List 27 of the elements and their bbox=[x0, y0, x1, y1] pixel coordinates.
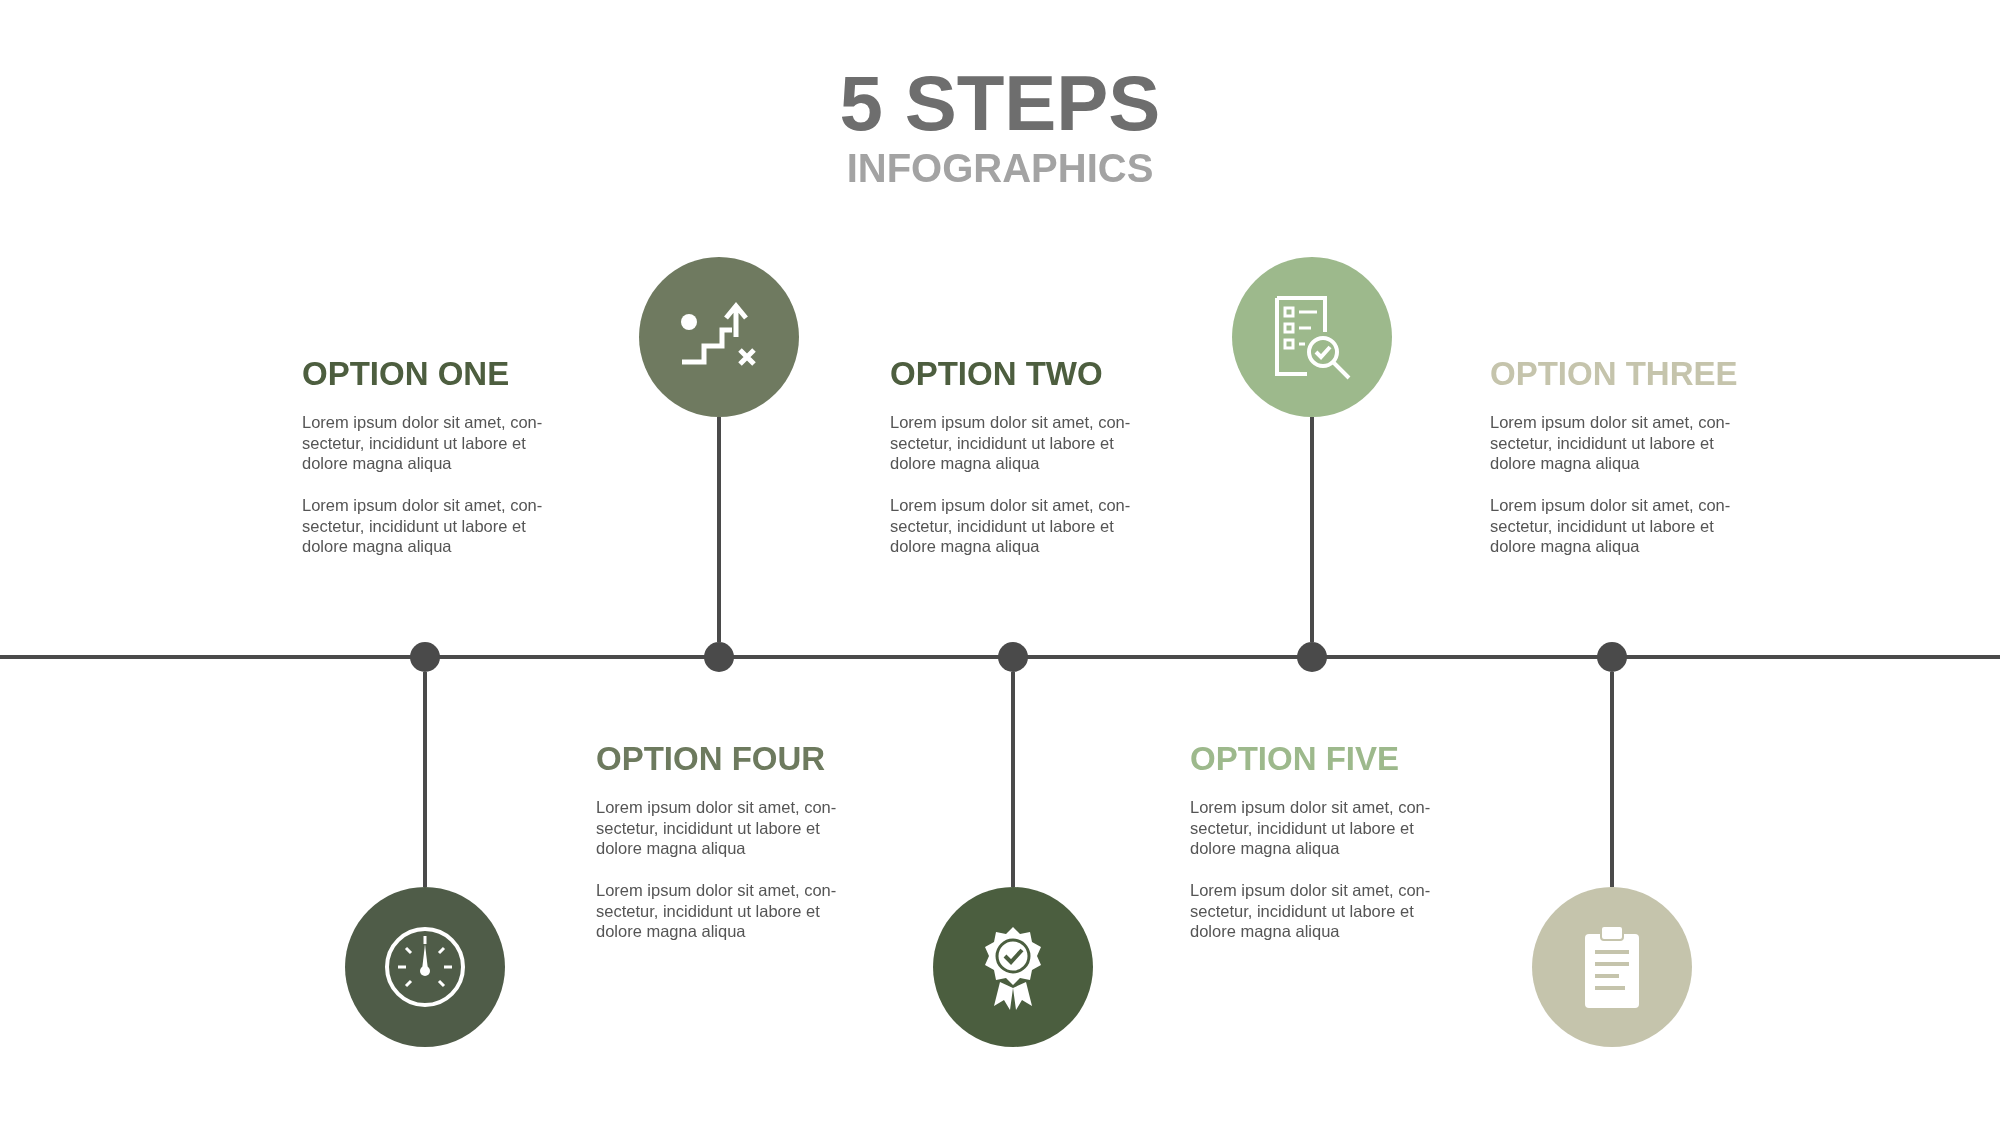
timeline-dot bbox=[410, 642, 440, 672]
description-text: Lorem ipsum dolor sit amet, con- sectetur, incididunt ut labore et dolore magna aliqua bbox=[1490, 412, 1732, 474]
timeline-dot bbox=[1597, 642, 1627, 672]
subtitle: INFOGRAPHICS bbox=[845, 146, 1155, 191]
option-heading: OPTION ONE bbox=[302, 355, 510, 393]
option-heading: OPTION FOUR bbox=[596, 740, 826, 778]
description-text: Lorem ipsum dolor sit amet, con- sectetur, incididunt ut labore et dolore magna aliqua bbox=[1190, 880, 1432, 942]
connector-line bbox=[717, 417, 721, 642]
timeline-dot bbox=[1297, 642, 1327, 672]
timeline-dot bbox=[998, 642, 1028, 672]
title: 5 STEPS bbox=[838, 58, 1162, 149]
description-text: Lorem ipsum dolor sit amet, con- sectetur, incididunt ut labore et dolore magna aliqua bbox=[302, 412, 544, 474]
description-text: Lorem ipsum dolor sit amet, con- sectetur, incididunt ut labore et dolore magna aliqua bbox=[596, 880, 838, 942]
description-text: Lorem ipsum dolor sit amet, con- sectetur, incididunt ut labore et dolore magna aliqua bbox=[1490, 495, 1732, 557]
connector-line bbox=[1011, 672, 1015, 887]
description-text: Lorem ipsum dolor sit amet, con- sectetur, incididunt ut labore et dolore magna aliqua bbox=[890, 495, 1132, 557]
connector-line bbox=[423, 672, 427, 887]
option-heading: OPTION TWO bbox=[890, 355, 1103, 393]
description-text: Lorem ipsum dolor sit amet, con- sectetur, incididunt ut labore et dolore magna aliqua bbox=[302, 495, 544, 557]
connector-line bbox=[1310, 417, 1314, 642]
description-text: Lorem ipsum dolor sit amet, con- sectetur, incididunt ut labore et dolore magna aliqua bbox=[596, 797, 838, 859]
option-heading: OPTION FIVE bbox=[1190, 740, 1400, 778]
description-text: Lorem ipsum dolor sit amet, con- sectetur, incididunt ut labore et dolore magna aliqua bbox=[890, 412, 1132, 474]
timeline-dot bbox=[704, 642, 734, 672]
option-heading: OPTION THREE bbox=[1490, 355, 1738, 393]
description-text: Lorem ipsum dolor sit amet, con- sectetur, incididunt ut labore et dolore magna aliqua bbox=[1190, 797, 1432, 859]
connector-line bbox=[1610, 672, 1614, 887]
